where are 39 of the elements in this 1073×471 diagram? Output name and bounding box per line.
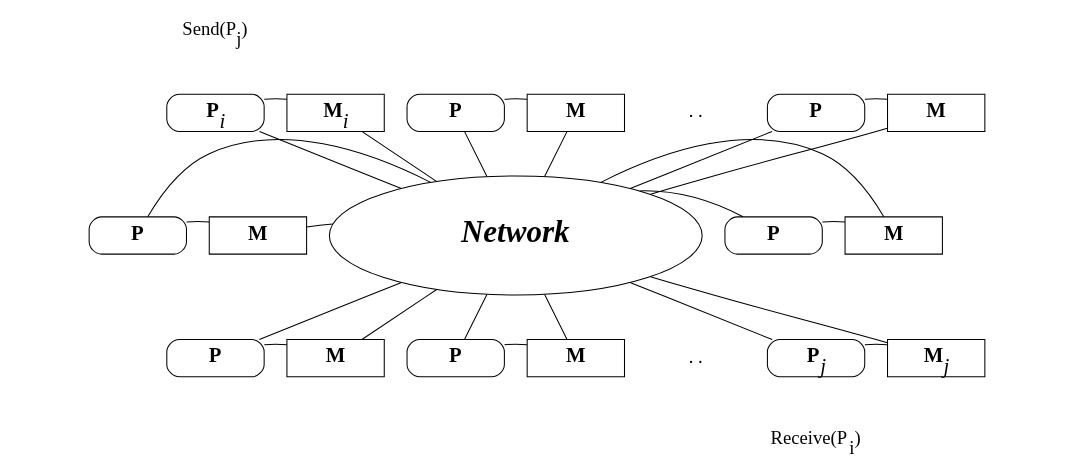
connector — [263, 343, 287, 346]
connector — [543, 131, 567, 178]
node-box: M — [844, 216, 943, 255]
connector — [360, 288, 437, 341]
connector — [503, 98, 528, 100]
connector — [361, 131, 437, 182]
connector — [649, 127, 888, 195]
connector — [463, 293, 487, 341]
connector — [863, 98, 888, 100]
node-box: P — [723, 216, 823, 255]
connector — [629, 130, 773, 189]
node-box: P — [766, 93, 865, 132]
node-box: P — [165, 339, 265, 378]
connector — [629, 282, 773, 341]
node-ellipse: Network — [328, 175, 703, 296]
node-box: P — [406, 93, 505, 132]
connector — [305, 223, 333, 228]
connector — [503, 343, 528, 346]
node-box: M — [208, 216, 307, 255]
node-box: M — [285, 339, 385, 378]
label: . . — [688, 100, 703, 122]
connector — [599, 139, 884, 218]
connector — [638, 190, 743, 218]
node-box: P — [88, 216, 187, 255]
node-box: P — [406, 339, 505, 378]
connector — [463, 131, 487, 178]
node-box: M — [526, 93, 625, 132]
connector — [185, 221, 210, 223]
node-box: M — [526, 339, 625, 378]
connector — [543, 293, 568, 341]
connector — [863, 343, 888, 346]
connector — [258, 130, 402, 189]
label: . . — [688, 345, 703, 367]
connector — [649, 276, 888, 344]
node-box: M — [886, 93, 985, 132]
connector — [263, 98, 287, 100]
connector — [821, 221, 845, 223]
connector — [258, 282, 401, 341]
connector — [146, 139, 431, 218]
